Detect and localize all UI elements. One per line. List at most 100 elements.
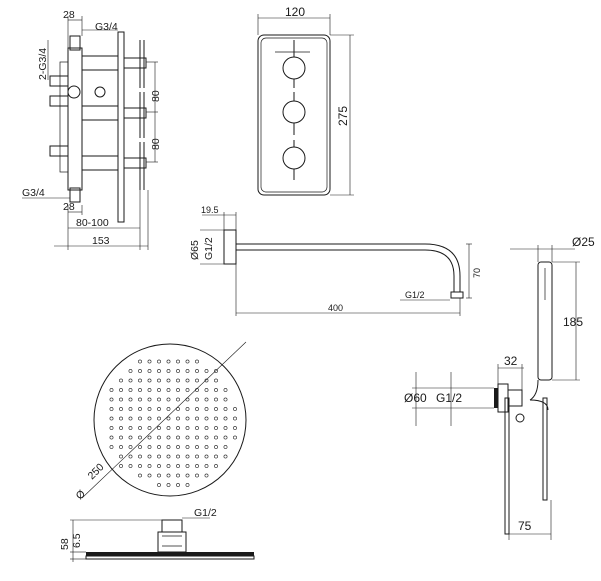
nozzle-dot (204, 369, 209, 373)
nozzle-dot (204, 464, 209, 468)
nozzle-dot (157, 464, 161, 468)
nozzle-dot (157, 483, 161, 487)
nozzle-dot (204, 397, 209, 402)
nozzle-dot (185, 464, 190, 468)
shower-arm-view: 19.5 Ø65 G1/2 70 G1/2 400 (189, 205, 482, 316)
nozzle-dot (119, 435, 123, 440)
nozzle-dot (119, 407, 123, 411)
valve-back (59, 61, 69, 173)
nozzle-dot (157, 445, 161, 449)
nozzle-dot (185, 369, 190, 373)
nozzle-dot (109, 435, 114, 440)
dim-head-dia: Ø (74, 488, 88, 502)
nozzle-dot (128, 397, 133, 402)
nozzle-dot (109, 416, 114, 421)
nozzle-dot (157, 407, 161, 411)
nozzle-dot (185, 388, 190, 392)
nozzle-dot (176, 369, 180, 373)
dim-arm-d65: Ø65 (189, 240, 201, 260)
nozzle-dot (195, 435, 199, 440)
head-side-ball (157, 531, 187, 553)
arm-wall-flange (223, 229, 237, 265)
nozzle-dot (138, 407, 142, 411)
nozzle-dot (166, 407, 171, 411)
nozzle-dot (214, 416, 218, 421)
handle-1 (123, 57, 147, 69)
nozzle-dot (157, 435, 161, 440)
nozzle-dot (157, 473, 161, 478)
nozzle-dot (119, 464, 123, 468)
nozzle-dot (204, 416, 209, 421)
nozzle-dot (119, 445, 123, 449)
arm-outlet (450, 291, 464, 299)
nozzle-dot (166, 388, 171, 392)
nozzle-dot (195, 416, 199, 421)
dim-handset-d25: Ø25 (572, 235, 595, 249)
dim-valve-g34-bottom: G3/4 (22, 187, 45, 199)
nozzle-dot (166, 464, 171, 468)
shower-head-side-view: G1/2 58 6.5 (59, 507, 255, 562)
nozzle-dot (147, 454, 152, 459)
dim-arm-g12-end: G1/2 (405, 290, 425, 300)
handle-knob-1 (282, 56, 306, 80)
dim-handset-185: 185 (563, 315, 583, 329)
nozzle-dot (185, 426, 190, 430)
nozzle-dot (166, 416, 171, 421)
nozzle-dot (138, 454, 142, 459)
valve-bottom-inlet (69, 187, 81, 203)
dim-head-58: 58 (59, 538, 71, 550)
nozzle-dot (138, 388, 142, 392)
nozzle-dot (185, 473, 190, 478)
nozzle-dot (138, 397, 142, 402)
nozzle-dot (204, 445, 209, 449)
cartridge-3 (81, 155, 119, 171)
handset-body (537, 261, 553, 381)
nozzle-dot (223, 435, 228, 440)
nozzle-dot (147, 416, 152, 421)
handset-view: Ø25 185 32 Ø60 G1/2 75 (404, 235, 595, 540)
nozzle-dot (233, 435, 237, 440)
nozzle-dot (214, 426, 218, 430)
nozzle-dot (214, 397, 218, 402)
dim-valve-80-a: 80 (150, 90, 162, 102)
nozzle-dot (214, 445, 218, 449)
handle-knob-2 (282, 100, 306, 124)
nozzle-dot (195, 378, 199, 383)
nozzle-dot (128, 416, 133, 421)
nozzle-dot (109, 407, 114, 411)
nozzle-dot (166, 378, 171, 383)
dim-valve-80-b: 80 (150, 138, 162, 150)
nozzle-dot (176, 359, 180, 364)
nozzle-dot (223, 397, 228, 402)
handle-2 (123, 107, 147, 119)
bracket-holder (542, 397, 548, 501)
nozzle-dot (214, 407, 218, 411)
nozzle-dot (204, 435, 209, 440)
nozzle-dot (138, 473, 142, 478)
nozzle-dot (176, 388, 180, 392)
nozzle-dot (166, 426, 171, 430)
nozzle-dot (119, 454, 123, 459)
dim-valve-28-bottom: 28 (63, 201, 75, 213)
wall-elbow-body (507, 389, 523, 407)
nozzle-dot (138, 378, 142, 383)
nozzle-dot (128, 407, 133, 411)
handset-hose-start (529, 379, 539, 401)
nozzle-dot (109, 445, 114, 449)
nozzle-dot (166, 369, 171, 373)
nozzle-dot (138, 445, 142, 449)
nozzle-dot (119, 397, 123, 402)
nozzle-dot (185, 378, 190, 383)
nozzle-dot (128, 369, 133, 373)
nozzle-dot (128, 435, 133, 440)
nozzle-dot (223, 388, 228, 392)
nozzle-dot (223, 407, 228, 411)
nozzle-dot (128, 445, 133, 449)
valve-top-inlet (69, 35, 81, 51)
nozzle-dot (147, 464, 152, 468)
nozzle-dot (204, 454, 209, 459)
dim-head-6-5: 6.5 (71, 533, 83, 548)
nozzle-dot (147, 435, 152, 440)
dim-arm-g12-wall: G1/2 (203, 237, 215, 260)
